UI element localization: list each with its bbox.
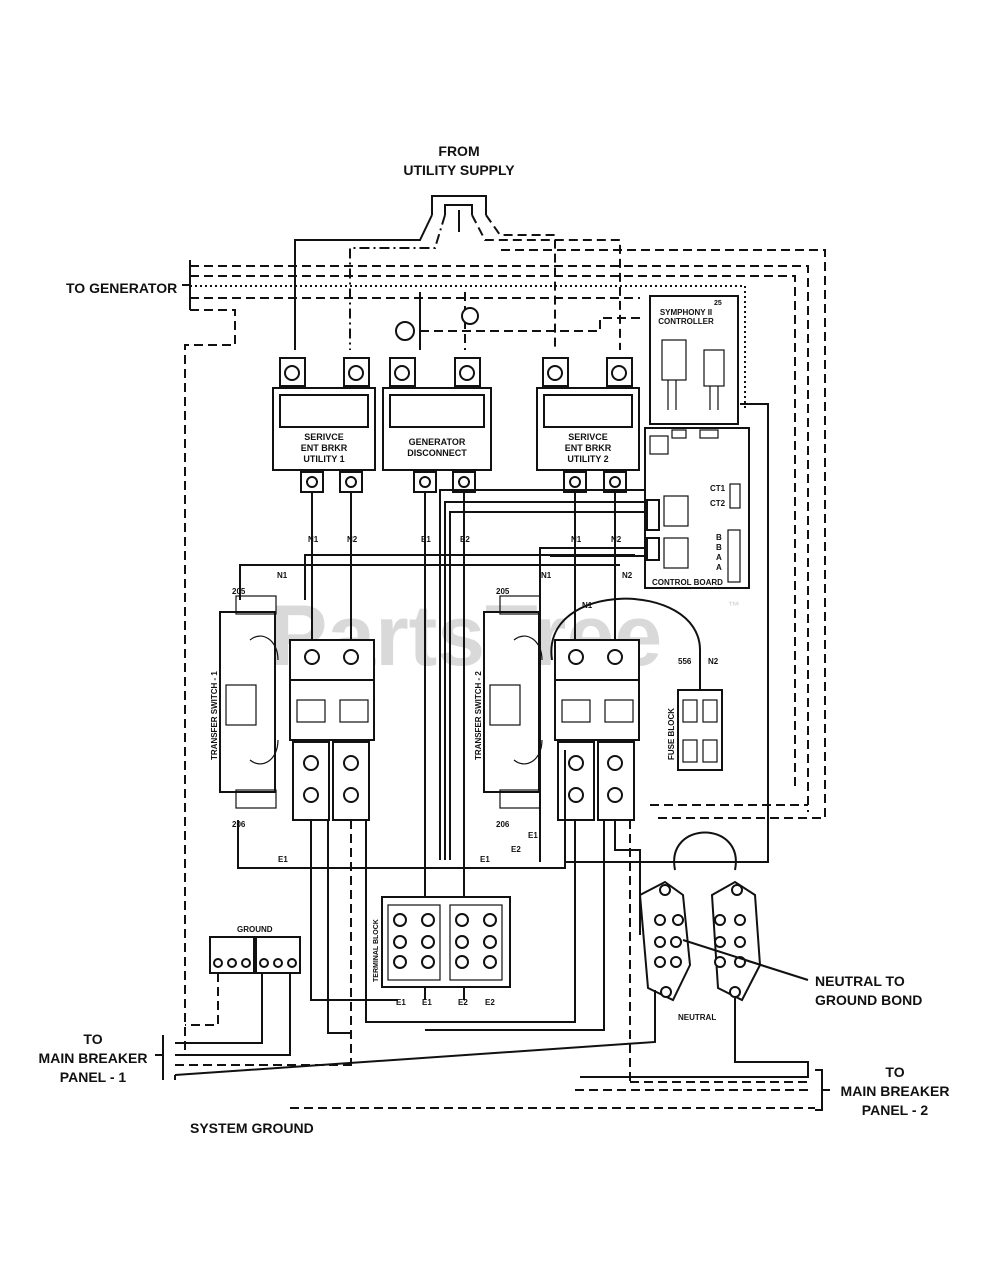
tag-n2: N2 <box>611 535 622 544</box>
to-main-panel-2-line1: TO <box>885 1064 904 1080</box>
from-utility-label: FROM <box>438 143 479 159</box>
neutral-bond-line2: GROUND BOND <box>815 992 922 1008</box>
tag-e2: E2 <box>511 845 521 854</box>
breaker3-line2: ENT BRKR <box>565 443 612 453</box>
transfer-switch-1: TRANSFER SWITCH - 1 <box>210 595 375 821</box>
to-generator-label: TO GENERATOR <box>66 280 177 296</box>
to-main-panel-1-line1: TO <box>83 1031 102 1047</box>
ground-symbol-1 <box>395 321 415 341</box>
fuse-block-label: FUSE BLOCK <box>667 708 676 760</box>
breaker3-line3: UTILITY 2 <box>567 454 608 464</box>
tag-556: 556 <box>678 657 692 666</box>
neutral-label: NEUTRAL <box>678 1013 716 1022</box>
neutral-bond-line1: NEUTRAL TO <box>815 973 905 989</box>
tag-n2: N2 <box>347 535 358 544</box>
output-wiring <box>237 249 826 1082</box>
generator-bus: TO GENERATOR <box>66 260 809 1050</box>
breaker1-line1: SERIVCE <box>304 432 344 442</box>
breaker-utility-1: SERIVCE ENT BRKR UTILITY 1 <box>272 357 376 493</box>
controller-line2: CONTROLLER <box>658 317 714 326</box>
tag-n2: N2 <box>622 571 633 580</box>
to-main-panel-1-line2: MAIN BREAKER <box>39 1050 148 1066</box>
utility-supply-label: UTILITY SUPPLY <box>403 162 515 178</box>
fuse-block: FUSE BLOCK <box>667 689 723 771</box>
system-ground-label: SYSTEM GROUND <box>190 1120 314 1136</box>
tag-n1: N1 <box>277 571 288 580</box>
controller-line1: SYMPHONY II <box>660 308 712 317</box>
symphony-controller: 25 SYMPHONY II CONTROLLER <box>649 295 739 425</box>
tb-tag-e1: E1 <box>396 998 406 1007</box>
to-main-panel-2-line3: PANEL - 2 <box>862 1102 929 1118</box>
tag-n1: N1 <box>582 601 593 610</box>
ts2-label: TRANSFER SWITCH - 2 <box>474 671 483 760</box>
terminal-a2-label: A <box>716 563 722 572</box>
breaker-generator-disconnect: GENERATOR DISCONNECT <box>382 357 492 493</box>
terminal-a1-label: A <box>716 553 722 562</box>
to-main-panel-2-line2: MAIN BREAKER <box>841 1083 950 1099</box>
ground-block-label: GROUND <box>237 925 273 934</box>
tag-205: 205 <box>496 587 510 596</box>
tag-e1: E1 <box>528 831 538 840</box>
breaker2-line2: DISCONNECT <box>407 448 467 458</box>
controller-tag: 25 <box>714 300 722 307</box>
transfer-switch-2: TRANSFER SWITCH - 2 <box>474 595 640 821</box>
ts1-label: TRANSFER SWITCH - 1 <box>210 671 219 760</box>
to-main-panel-1-line3: PANEL - 1 <box>60 1069 127 1085</box>
ground-symbol-2 <box>461 307 479 325</box>
terminal-b2-label: B <box>716 543 722 552</box>
ct1-label: CT1 <box>710 484 726 493</box>
breaker2-line1: GENERATOR <box>409 437 466 447</box>
tag-n2: N2 <box>708 657 719 666</box>
breaker1-line2: ENT BRKR <box>301 443 348 453</box>
control-board-title: CONTROL BOARD <box>652 578 723 587</box>
tag-e1: E1 <box>278 855 288 864</box>
breaker1-line3: UTILITY 1 <box>303 454 344 464</box>
tb-tag-e2: E2 <box>458 998 468 1007</box>
tag-205: 205 <box>232 587 246 596</box>
tag-e1: E1 <box>421 535 431 544</box>
tag-n1: N1 <box>308 535 319 544</box>
ct2-label: CT2 <box>710 499 726 508</box>
breaker3-line1: SERIVCE <box>568 432 608 442</box>
terminal-block: TERMINAL BLOCK E1 E1 E2 E2 <box>373 896 511 1007</box>
tag-e1: E1 <box>480 855 490 864</box>
breaker-utility-2: SERIVCE ENT BRKR UTILITY 2 <box>536 357 640 493</box>
terminal-b1-label: B <box>716 533 722 542</box>
control-board: CT1 CT2 B B A A CONTROL BOARD <box>644 427 750 589</box>
ground-block: GROUND <box>175 925 301 1056</box>
trademark: ™ <box>728 599 740 613</box>
tb-tag-e1: E1 <box>422 998 432 1007</box>
tag-n1: N1 <box>571 535 582 544</box>
tag-e2: E2 <box>460 535 470 544</box>
terminal-block-label: TERMINAL BLOCK <box>373 919 380 982</box>
utility-supply-lines <box>294 195 621 350</box>
bottom-feeds <box>155 1035 830 1111</box>
tag-206: 206 <box>496 820 510 829</box>
tag-n1: N1 <box>541 571 552 580</box>
tb-tag-e2: E2 <box>485 998 495 1007</box>
